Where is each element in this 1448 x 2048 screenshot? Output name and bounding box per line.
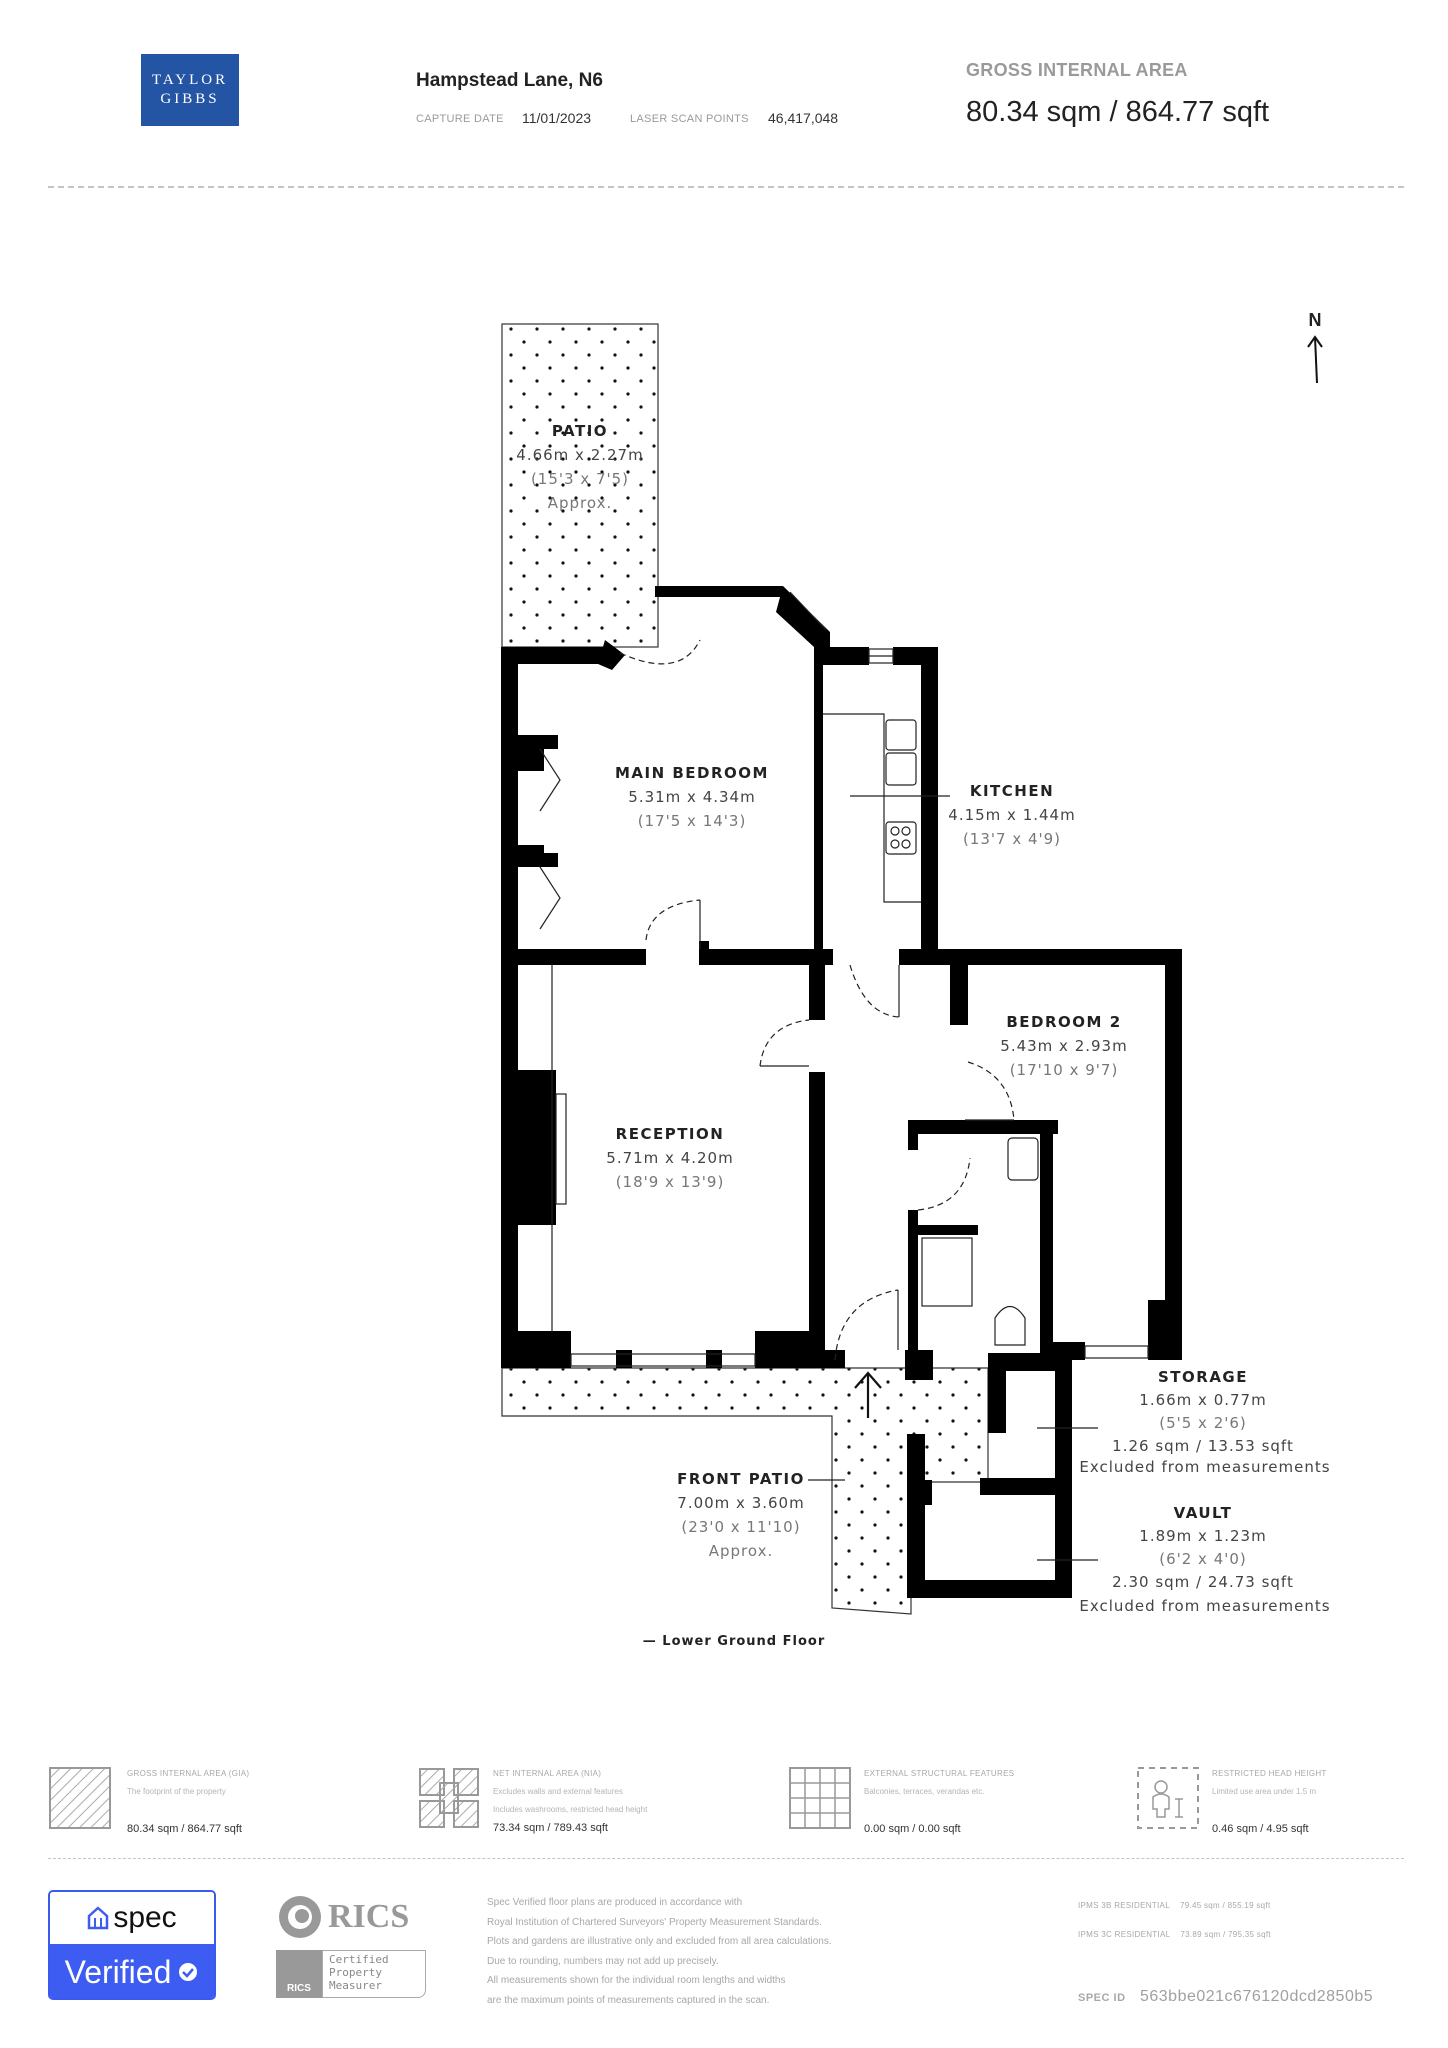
disclaimer-line: Royal Institution of Chartered Surveyors… <box>487 1916 822 1928</box>
person-height-icon <box>1137 1767 1199 1829</box>
rics-cert-line-3: Measurer <box>329 1979 382 1992</box>
disclaimer-line: Plots and gardens are illustrative only … <box>487 1936 832 1947</box>
north-arrow-icon <box>1307 335 1323 384</box>
house-icon <box>88 1906 109 1930</box>
disclaimer-line: Due to rounding, numbers may not add up … <box>487 1955 719 1967</box>
room-label-main-bedroom: MAIN BEDROOM <box>615 764 769 782</box>
gia-value: 80.34 sqm / 864.77 sqft <box>966 96 1270 128</box>
rics-lion-icon <box>279 1896 321 1938</box>
room-imperial-vault: (6'2 x 4'0) <box>1159 1550 1247 1568</box>
ipms-3c-value: 73.89 sqm / 795.35 sqft <box>1180 1930 1271 1939</box>
room-imperial-kitchen: (13'7 x 4'9) <box>963 830 1061 848</box>
room-imperial-reception: (18'9 x 13'9) <box>616 1173 725 1191</box>
legend-external-desc: Balconies, terraces, verandas etc. <box>864 1787 985 1796</box>
legend-gia-desc: The footprint of the property <box>127 1787 226 1796</box>
room-dim-storage: 1.66m x 0.77m <box>1139 1391 1266 1409</box>
patio-area <box>501 323 659 648</box>
room-imperial-bedroom-2: (17'10 x 9'7) <box>1010 1061 1119 1079</box>
room-imperial-main-bedroom: (17'5 x 14'3) <box>638 812 747 830</box>
rics-mini-logo: RICS <box>276 1950 322 1998</box>
room-note-patio: Approx. <box>548 494 613 512</box>
floor-plan: PATIO 4.66m x 2.27m (15'3 x 7'5) Approx.… <box>501 323 1330 1649</box>
room-label-bedroom-2: BEDROOM 2 <box>1006 1013 1121 1031</box>
ipms-3b-label: IPMS 3B RESIDENTIAL <box>1078 1901 1170 1910</box>
room-label-patio: PATIO <box>552 422 608 440</box>
room-dim-front-patio: 7.00m x 3.60m <box>677 1494 804 1512</box>
entrance-arrow-icon <box>854 1371 882 1418</box>
walls <box>501 586 1182 1598</box>
ipms-list: IPMS 3B RESIDENTIAL 79.45 sqm / 855.19 sq… <box>1078 1895 1271 1942</box>
capture-date-value: 11/01/2023 <box>522 110 592 126</box>
disclaimer-text: Spec Verified floor plans are produced i… <box>487 1893 832 2010</box>
room-label-reception: RECEPTION <box>616 1125 725 1143</box>
scan-points-label: LASER SCAN POINTS <box>630 113 749 125</box>
verified-label: Verified <box>64 1953 172 1990</box>
legend-nia-value: 73.34 sqm / 789.43 sqft <box>493 1822 608 1834</box>
legend-gia-title: GROSS INTERNAL AREA (GIA) <box>127 1769 250 1778</box>
room-dim-main-bedroom: 5.31m x 4.34m <box>628 788 755 806</box>
check-circle-icon <box>179 1963 198 1981</box>
ipms-3b-value: 79.45 sqm / 855.19 sqft <box>1179 1901 1271 1910</box>
room-dim-patio: 4.66m x 2.27m <box>516 446 643 464</box>
legend-restricted-value: 0.46 sqm / 4.95 sqft <box>1212 1823 1309 1835</box>
room-dim-vault: 1.89m x 1.23m <box>1139 1527 1266 1545</box>
room-note-vault: Excluded from measurements <box>1079 1597 1330 1615</box>
scan-points-value: 46,417,048 <box>768 110 839 126</box>
spec-id-label: SPEC ID <box>1078 1992 1126 2004</box>
logo-line-2: GIBBS <box>160 91 220 107</box>
disclaimer-line: Spec Verified floor plans are produced i… <box>487 1897 743 1908</box>
header-divider <box>48 186 1404 188</box>
room-imperial-patio: (15'3 x 7'5) <box>531 470 629 488</box>
legend-nia-desc-1: Excludes walls and external features <box>493 1787 623 1796</box>
spec-brand: spec <box>113 1901 177 1934</box>
spec-logo: spec <box>50 1892 214 1944</box>
spec-id-value: 563bbe021c676120dcd2850b5 <box>1139 1988 1374 2005</box>
legend-restricted-desc: Limited use area under 1.5 m <box>1212 1787 1317 1796</box>
spec-id: SPEC ID 563bbe021c676120dcd2850b5 <box>1078 1988 1373 2006</box>
room-note-front-patio: Approx. <box>709 1542 774 1560</box>
north-compass: N <box>1300 310 1330 390</box>
room-dim-kitchen: 4.15m x 1.44m <box>948 806 1075 824</box>
verified-strip: Verified <box>50 1944 214 1998</box>
north-label: N <box>1308 310 1322 330</box>
legend-divider <box>48 1858 1404 1859</box>
capture-date-label: CAPTURE DATE <box>416 113 504 125</box>
hatched-square-icon <box>49 1767 111 1829</box>
rics-cert-line-2: Property <box>329 1966 382 1979</box>
legend-restricted-title: RESTRICTED HEAD HEIGHT <box>1212 1769 1327 1778</box>
room-area-storage: 1.26 sqm / 13.53 sqft <box>1112 1437 1294 1455</box>
hatched-rooms-icon <box>419 1768 479 1828</box>
ipms-3c-label: IPMS 3C RESIDENTIAL <box>1078 1930 1171 1939</box>
room-dim-bedroom-2: 5.43m x 2.93m <box>1000 1037 1127 1055</box>
legend-external-value: 0.00 sqm / 0.00 sqft <box>864 1823 961 1835</box>
spec-verified-badge: spec Verified <box>48 1890 216 2000</box>
grid-icon <box>789 1767 851 1829</box>
room-label-kitchen: KITCHEN <box>970 782 1054 800</box>
rics-certified-box: Certified Property Measurer <box>322 1950 426 1998</box>
room-dim-reception: 5.71m x 4.20m <box>606 1149 733 1167</box>
disclaimer-line: are the maximum points of measurements c… <box>487 1994 770 2006</box>
legend-gia-value: 80.34 sqm / 864.77 sqft <box>127 1823 242 1835</box>
rics-brand: RICS <box>328 1898 410 1935</box>
room-area-vault: 2.30 sqm / 24.73 sqft <box>1112 1573 1294 1591</box>
taylor-gibbs-logo: TAYLOR GIBBS <box>141 54 239 126</box>
fixtures <box>539 591 1149 1561</box>
room-imperial-storage: (5'5 x 2'6) <box>1159 1414 1247 1432</box>
room-label-storage: STORAGE <box>1158 1368 1248 1386</box>
property-address: Hampstead Lane, N6 <box>416 70 603 91</box>
logo-line-1: TAYLOR <box>151 72 229 88</box>
room-label-front-patio: FRONT PATIO <box>677 1470 805 1488</box>
room-imperial-front-patio: (23'0 x 11'10) <box>681 1518 800 1536</box>
rics-cert-line-1: Certified <box>329 1953 389 1966</box>
disclaimer-line: All measurements shown for the individua… <box>487 1975 786 1986</box>
gia-label: GROSS INTERNAL AREA <box>966 60 1188 80</box>
legend-nia-desc-2: Includes washrooms, restricted head heig… <box>493 1805 648 1814</box>
rics-logo: RICS RICS Certified Property Measurer <box>276 1892 426 2004</box>
room-label-vault: VAULT <box>1174 1504 1233 1522</box>
room-note-storage: Excluded from measurements <box>1079 1458 1330 1476</box>
legend-nia-title: NET INTERNAL AREA (NIA) <box>493 1769 602 1778</box>
legend-external-title: EXTERNAL STRUCTURAL FEATURES <box>864 1769 1015 1778</box>
floor-label: — Lower Ground Floor <box>643 1634 825 1649</box>
